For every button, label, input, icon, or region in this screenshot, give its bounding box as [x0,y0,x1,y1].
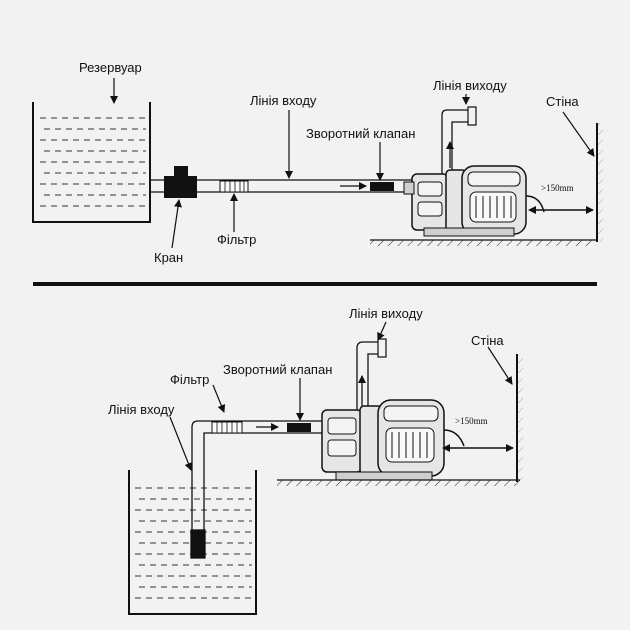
bottom-suction-pipe [190,420,324,559]
bottom-scheme [128,321,523,615]
top-reservoir-tank [32,102,151,223]
bottom-check-valve [287,423,311,432]
bottom-outlet-pipe [356,338,387,412]
bottom-outlet-line-label: Лінія виходу [349,306,423,321]
top-floor [370,239,596,246]
top-outlet-pipe [441,106,477,176]
top-inlet-line-label: Лінія входу [250,93,317,108]
bottom-wall [516,354,523,482]
top-wall-label: Стіна [546,94,579,109]
top-leaders [110,78,595,249]
top-check-valve-label: Зворотний клапан [306,126,416,141]
bottom-floor [277,479,520,486]
bottom-wall-label: Стіна [471,333,504,348]
top-filter-label: Фільтр [217,232,257,247]
bottom-leaders [169,321,513,471]
top-scheme [32,78,603,249]
top-clearance-label: >150mm [541,183,574,193]
bottom-filter [211,421,243,434]
bottom-inlet-line-label: Лінія входу [108,402,175,417]
bottom-filter-label: Фільтр [170,372,210,387]
top-tap [164,166,197,198]
bottom-clearance-label: >150mm [455,416,488,426]
top-check-valve [370,182,394,191]
top-filter [219,180,249,193]
bottom-pump [321,399,465,481]
top-wall [596,123,603,242]
top-tap-label: Кран [154,250,184,265]
top-pump [403,165,545,237]
top-outlet-line-label: Лінія виходу [433,78,507,93]
top-reservoir-label: Резервуар [79,60,142,75]
bottom-check-valve-label: Зворотний клапан [223,362,333,377]
